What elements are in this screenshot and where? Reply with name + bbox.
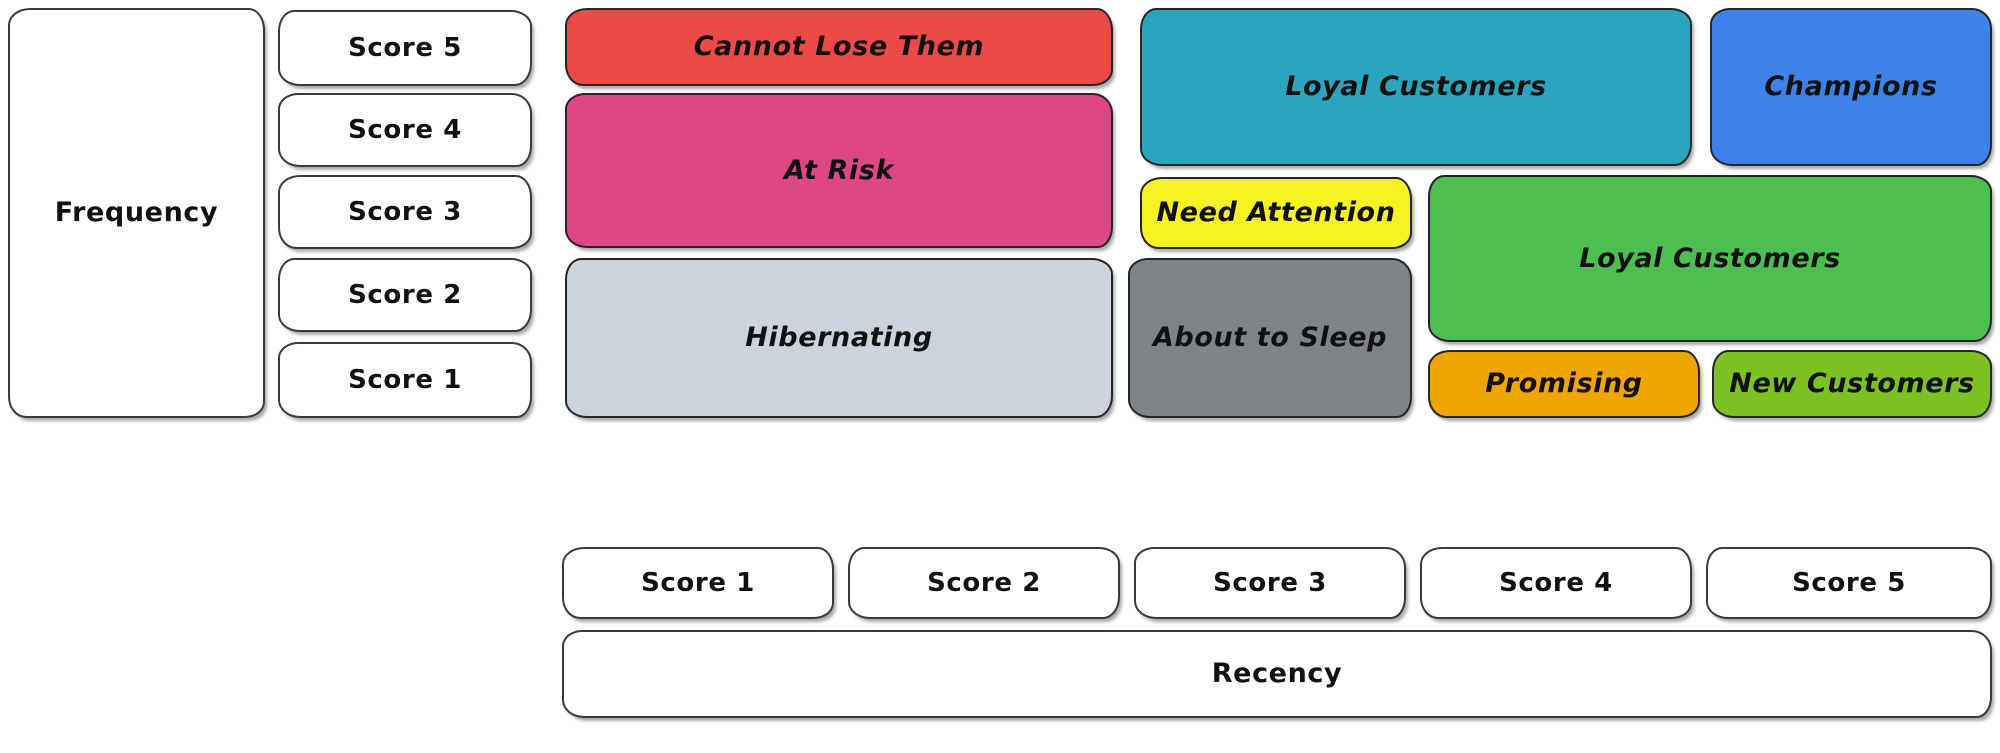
segment-loyal-customers-teal[interactable]: Loyal Customers (1140, 8, 1692, 166)
recency-score-1: Score 1 (562, 547, 834, 619)
frequency-score-2-label: Score 2 (348, 279, 462, 310)
segment-promising[interactable]: Promising (1428, 350, 1700, 418)
segment-need-attention[interactable]: Need Attention (1140, 177, 1412, 249)
recency-score-2: Score 2 (848, 547, 1120, 619)
segment-new-customers[interactable]: New Customers (1712, 350, 1992, 418)
recency-score-4: Score 4 (1420, 547, 1692, 619)
segment-champions-label: Champions (1764, 71, 1938, 103)
segment-new-customers-label: New Customers (1729, 368, 1975, 400)
frequency-score-3-label: Score 3 (348, 196, 462, 227)
recency-score-5-label: Score 5 (1792, 567, 1906, 598)
frequency-score-4: Score 4 (278, 93, 532, 167)
frequency-axis-box: Frequency (8, 8, 265, 418)
frequency-score-4-label: Score 4 (348, 114, 462, 145)
segment-about-to-sleep[interactable]: About to Sleep (1128, 258, 1412, 418)
recency-score-3: Score 3 (1134, 547, 1406, 619)
segment-promising-label: Promising (1485, 368, 1643, 400)
recency-axis-label: Recency (1211, 658, 1343, 690)
segment-hibernating[interactable]: Hibernating (565, 258, 1113, 418)
segment-cannot-lose-them[interactable]: Cannot Lose Them (565, 8, 1113, 86)
recency-score-4-label: Score 4 (1499, 567, 1613, 598)
segment-cannot-lose-them-label: Cannot Lose Them (693, 31, 985, 63)
recency-score-3-label: Score 3 (1213, 567, 1327, 598)
recency-score-5: Score 5 (1706, 547, 1992, 619)
frequency-score-3: Score 3 (278, 175, 532, 249)
frequency-score-1: Score 1 (278, 342, 532, 418)
segment-at-risk[interactable]: At Risk (565, 93, 1113, 248)
segment-loyal-customers-green[interactable]: Loyal Customers (1428, 175, 1992, 342)
frequency-score-5-label: Score 5 (348, 32, 462, 63)
recency-axis-box: Recency (562, 630, 1992, 718)
segment-need-attention-label: Need Attention (1156, 197, 1396, 229)
segment-at-risk-label: At Risk (784, 154, 894, 186)
recency-score-2-label: Score 2 (927, 567, 1041, 598)
segment-hibernating-label: Hibernating (745, 322, 933, 354)
frequency-score-1-label: Score 1 (348, 364, 462, 395)
recency-score-1-label: Score 1 (641, 567, 755, 598)
frequency-score-5: Score 5 (278, 10, 532, 86)
frequency-score-2: Score 2 (278, 258, 532, 332)
segment-champions[interactable]: Champions (1710, 8, 1992, 166)
segment-loyal-customers-teal-label: Loyal Customers (1285, 71, 1547, 103)
segment-loyal-customers-green-label: Loyal Customers (1579, 242, 1841, 274)
frequency-axis-label: Frequency (54, 197, 219, 229)
segment-about-to-sleep-label: About to Sleep (1152, 322, 1388, 354)
